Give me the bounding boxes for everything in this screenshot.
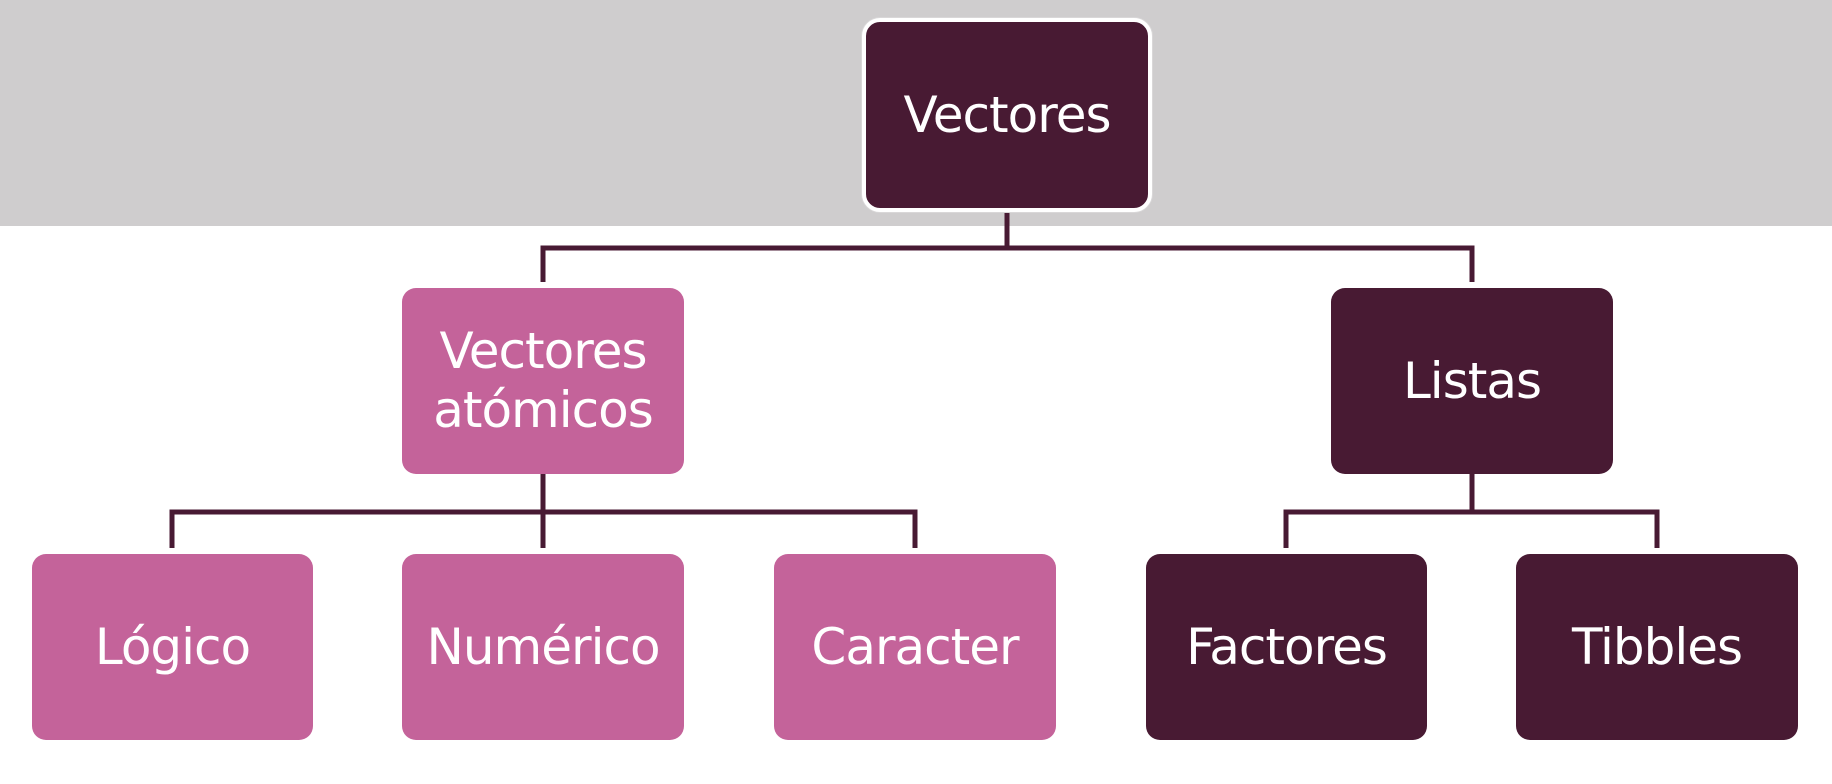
node-logico: Lógico	[32, 554, 313, 740]
node-factores-label: Factores	[1186, 617, 1388, 676]
node-tibbles-label: Tibbles	[1571, 617, 1743, 676]
node-listas: Listas	[1331, 288, 1613, 474]
node-vectores-atomicos: Vectores atómicos	[402, 288, 684, 474]
connector-atomic-children	[169, 472, 918, 548]
node-vectores-atomicos-label-line2: atómicos	[433, 381, 654, 439]
node-vectores-label: Vectores	[903, 85, 1111, 144]
node-factores: Factores	[1146, 554, 1427, 740]
node-listas-label: Listas	[1402, 351, 1542, 410]
node-tibbles: Tibbles	[1516, 554, 1798, 740]
node-logico-label: Lógico	[94, 617, 251, 676]
node-numerico: Numérico	[402, 554, 684, 740]
connector-lists-children	[1283, 472, 1660, 548]
node-vectores-atomicos-label-line1: Vectores	[439, 322, 647, 380]
connector-root-children	[540, 208, 1475, 282]
node-caracter: Caracter	[774, 554, 1056, 740]
node-vectores: Vectores	[862, 18, 1152, 212]
node-numerico-label: Numérico	[426, 617, 660, 676]
node-caracter-label: Caracter	[811, 617, 1019, 676]
